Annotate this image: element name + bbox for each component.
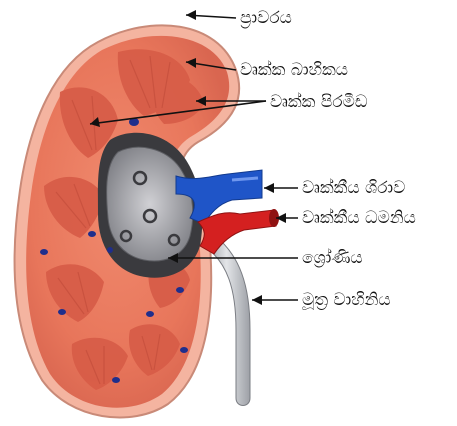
label-renal-artery: වෘක්කීය ධමනිය bbox=[302, 208, 416, 228]
label-cortex: වෘක්ක බාහිකය bbox=[240, 60, 348, 80]
label-renal-vein: වෘක්කීය ශිරාව bbox=[302, 178, 405, 198]
label-ureter: මූත්‍ර වාහිනිය bbox=[302, 290, 391, 310]
label-capsule: ප්‍රාවරය bbox=[240, 8, 292, 28]
label-pelvis: ශ්‍රෝණිය bbox=[302, 248, 363, 268]
renal-artery bbox=[198, 210, 276, 254]
label-pyramid: වෘක්ක පිරමීඩ bbox=[270, 92, 367, 112]
